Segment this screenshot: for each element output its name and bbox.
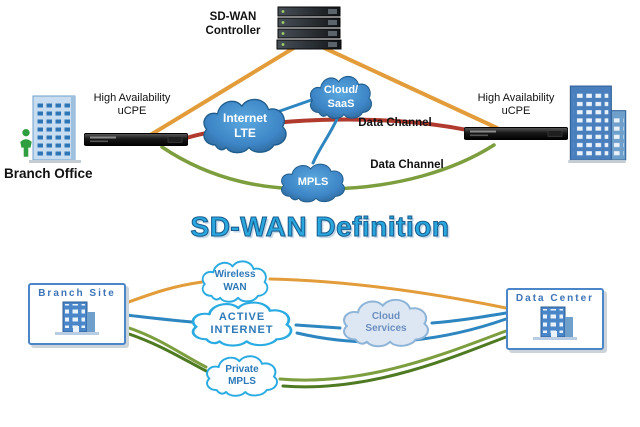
data-channel-upper-label: Data Channel (358, 117, 432, 129)
data-center-title: Data Center (515, 293, 595, 304)
link-mpls-datacenter-dark (281, 335, 508, 389)
link-branch-mpls-dark (124, 331, 212, 375)
building-icon (533, 306, 577, 340)
private-mpls-cloud: Private MPLS (202, 353, 282, 399)
cloud-saas-label: Cloud/ SaaS (323, 84, 359, 110)
person-icon (18, 128, 34, 158)
branch-site-box: Branch Site (28, 283, 126, 345)
branch-office-building-icon (26, 94, 84, 164)
link-saas-mpls (311, 117, 339, 165)
data-channel-lower-label: Data Channel (370, 159, 444, 171)
page-title: SD-WAN Definition (190, 210, 450, 242)
link-wirelesswan-datacenter (268, 277, 508, 310)
branch-site-title: Branch Site (38, 288, 116, 299)
internet-lte-cloud: Internet LTE (198, 95, 292, 157)
right-ucpe-appliance-icon (463, 125, 569, 142)
cloud-services-cloud: Cloud Services (338, 296, 434, 350)
headquarters-building-icon (566, 84, 628, 164)
controller-caption: SD-WAN Controller (205, 11, 261, 38)
link-internet-cloudservices (294, 323, 342, 330)
sdwan-controller-icon (276, 5, 342, 51)
data-center-box: Data Center (506, 288, 604, 350)
cloud-services-label: Cloud Services (365, 310, 407, 334)
link-branch-wirelesswan (124, 280, 204, 305)
mpls-cloud: MPLS (277, 161, 349, 205)
active-internet-cloud: ACTIVE INTERNET (186, 299, 298, 349)
wireless-wan-cloud: Wireless WAN (198, 258, 272, 305)
internet-lte-label: Internet LTE (222, 111, 267, 140)
branch-office-label: Branch Office (4, 166, 93, 181)
left-ucpe-appliance-icon (83, 131, 189, 148)
link-mpls-datacenter-light (278, 329, 508, 382)
mpls-label: MPLS (297, 176, 329, 189)
link-branch-internet (124, 313, 194, 324)
private-mpls-label: Private MPLS (225, 363, 259, 387)
left-ucpe-caption: High Availability uCPE (93, 92, 171, 118)
link-branch-mpls-light (124, 325, 208, 369)
link-controller-right-ucpe (318, 44, 499, 130)
active-internet-label: ACTIVE INTERNET (210, 310, 274, 336)
cloud-saas-cloud: Cloud/ SaaS (306, 73, 376, 122)
link-controller-left-ucpe (150, 44, 299, 136)
wireless-wan-label: Wireless WAN (214, 269, 256, 293)
right-ucpe-caption: High Availability uCPE (477, 92, 555, 118)
link-cloudservices-datacenter (430, 311, 508, 325)
building-icon (55, 301, 99, 335)
